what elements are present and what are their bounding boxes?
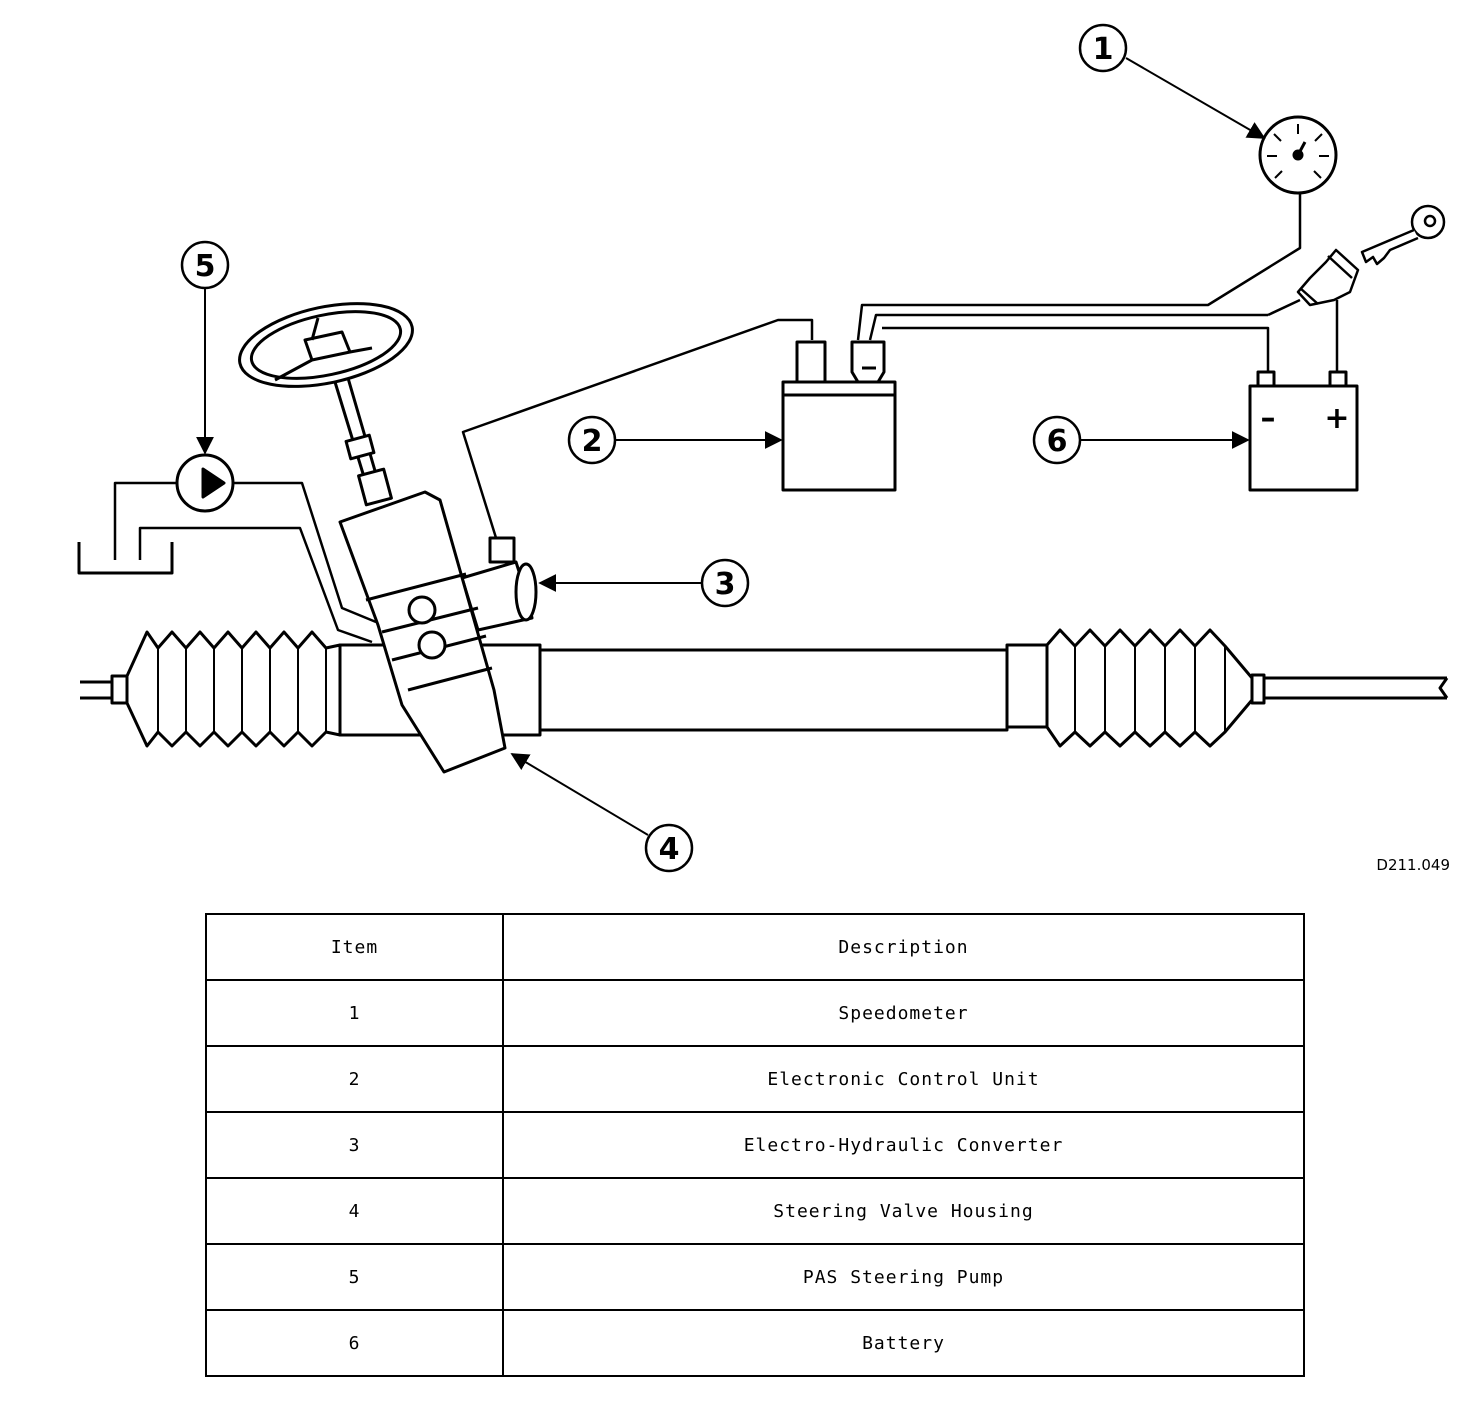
description-cell: Electro-Hydraulic Converter <box>502 1111 1305 1179</box>
item-cell: 3 <box>205 1111 504 1179</box>
battery-icon <box>1248 370 1359 492</box>
steering-system-diagram: 1 2 3 4 5 6 – + D211.049 <box>77 23 1450 874</box>
ignition-key-icon <box>1360 204 1446 266</box>
legend-table: Item Description 1 Speedometer 2 Electro… <box>205 913 1305 1377</box>
callout-number-3: 3 <box>715 567 736 602</box>
table-row: 2 Electronic Control Unit <box>205 1045 1305 1113</box>
battery-positive-sign: + <box>1324 401 1349 436</box>
item-cell: 6 <box>205 1309 504 1377</box>
callout-number-6: 6 <box>1047 424 1068 459</box>
item-cell: 5 <box>205 1243 504 1311</box>
item-cell: 1 <box>205 979 504 1047</box>
speedometer-icon <box>1258 115 1338 195</box>
electro-hydraulic-converter-icon <box>460 536 538 632</box>
callout-number-4: 4 <box>659 832 680 867</box>
steering-wheel-icon <box>238 302 414 507</box>
description-cell: Electronic Control Unit <box>502 1045 1305 1113</box>
steering-rack <box>80 628 1449 748</box>
item-cell: 4 <box>205 1177 504 1245</box>
hydraulic-lines <box>113 481 377 644</box>
item-cell: 2 <box>205 1045 504 1113</box>
electronic-control-unit-icon <box>781 340 897 492</box>
table-row: 4 Steering Valve Housing <box>205 1177 1305 1245</box>
pas-pump-icon <box>175 453 235 513</box>
callout-number-5: 5 <box>195 249 216 284</box>
table-row: 3 Electro-Hydraulic Converter <box>205 1111 1305 1179</box>
description-cell: Battery <box>502 1309 1305 1377</box>
header-item: Item <box>205 913 504 981</box>
figure-id: D211.049 <box>1376 856 1450 874</box>
ignition-switch-icon <box>1296 248 1360 307</box>
table-row: 6 Battery <box>205 1309 1305 1377</box>
callout-circles <box>180 23 1128 873</box>
description-cell: Steering Valve Housing <box>502 1177 1305 1245</box>
header-description: Description <box>502 913 1305 981</box>
description-cell: PAS Steering Pump <box>502 1243 1305 1311</box>
wiring-harness <box>461 194 1339 542</box>
steering-valve-housing-icon <box>338 490 507 774</box>
description-cell: Speedometer <box>502 979 1305 1047</box>
battery-negative-sign: – <box>1261 401 1276 436</box>
table-row: 1 Speedometer <box>205 979 1305 1047</box>
callout-number-2: 2 <box>582 424 603 459</box>
callout-arrows <box>196 57 1266 836</box>
callout-number-1: 1 <box>1093 32 1114 67</box>
table-header-row: Item Description <box>205 913 1305 981</box>
fluid-reservoir-icon <box>77 542 174 575</box>
table-row: 5 PAS Steering Pump <box>205 1243 1305 1311</box>
